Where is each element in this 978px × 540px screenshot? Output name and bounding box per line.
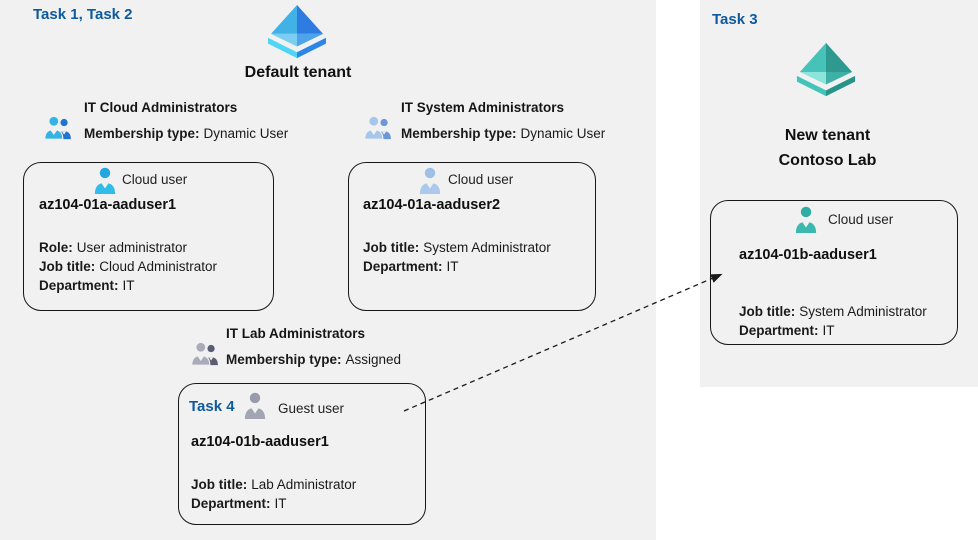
membership-type-label: Membership type:: [84, 126, 200, 141]
user-field-job-title: Job title:Cloud Administrator: [39, 259, 218, 274]
user-field-department: Department:IT: [363, 259, 459, 274]
cloud-user-card: Cloud user az104-01a-aaduser1 Role:User …: [23, 162, 274, 311]
membership-type-value: Dynamic User: [203, 126, 289, 141]
membership-type-value: Dynamic User: [520, 126, 606, 141]
task-3-label: Task 3: [712, 11, 758, 28]
user-field-role: Role:User administrator: [39, 240, 188, 255]
user-field-job-title: Job title:Lab Administrator: [191, 477, 357, 492]
new-tenant-title-line1: New tenant: [784, 127, 871, 144]
group-membership: Membership type:Assigned: [226, 352, 401, 367]
user-field-job-title: Job title:System Administrator: [363, 240, 551, 255]
cloud-user-card: Cloud user az104-01b-aaduser1 Job title:…: [710, 200, 958, 345]
user-name: az104-01a-aaduser1: [39, 197, 177, 213]
group-name: IT System Administrators: [401, 100, 565, 115]
user-type-label: Cloud user: [448, 172, 514, 187]
new-tenant-title-line2: Contoso Lab: [778, 152, 877, 169]
azure-ad-tenant-icon: [265, 4, 329, 60]
group-membership: Membership type:Dynamic User: [401, 126, 605, 141]
task-4-label: Task 4: [189, 398, 235, 415]
group-membership: Membership type:Dynamic User: [84, 126, 288, 141]
membership-type-label: Membership type:: [226, 352, 342, 367]
cloud-user-icon: [418, 167, 442, 194]
azure-ad-tenant-icon: [795, 40, 857, 100]
cloud-user-icon: [794, 206, 818, 233]
new-tenant-panel: Task 3 New tenant Contoso Lab Cloud user…: [700, 0, 978, 387]
group-users-icon: [364, 114, 392, 140]
user-name: az104-01b-aaduser1: [739, 247, 877, 263]
user-field-department: Department:IT: [191, 496, 287, 511]
default-tenant-title: Default tenant: [244, 64, 352, 81]
user-name: az104-01b-aaduser1: [191, 434, 329, 450]
user-type-label: Guest user: [278, 401, 345, 416]
group-name: IT Cloud Administrators: [84, 100, 238, 115]
cloud-user-card: Cloud user az104-01a-aaduser2 Job title:…: [348, 162, 596, 311]
user-field-department: Department:IT: [39, 278, 135, 293]
membership-type-value: Assigned: [345, 352, 402, 367]
user-type-label: Cloud user: [828, 212, 894, 227]
user-name: az104-01a-aaduser2: [363, 197, 501, 213]
user-field-job-title: Job title:System Administrator: [739, 304, 927, 319]
group-users-icon: [191, 340, 219, 366]
group-users-icon: [44, 114, 72, 140]
user-type-label: Cloud user: [122, 172, 188, 187]
user-field-department: Department:IT: [739, 323, 835, 338]
membership-type-label: Membership type:: [401, 126, 517, 141]
guest-user-card: Task 4 Guest user az104-01b-aaduser1 Job…: [178, 383, 426, 525]
task-1-2-label: Task 1, Task 2: [33, 6, 133, 23]
group-name: IT Lab Administrators: [226, 326, 366, 341]
guest-user-icon: [243, 392, 267, 419]
default-tenant-panel: Task 1, Task 2 Default tenant IT Cloud A…: [0, 0, 656, 540]
cloud-user-icon: [93, 167, 117, 194]
